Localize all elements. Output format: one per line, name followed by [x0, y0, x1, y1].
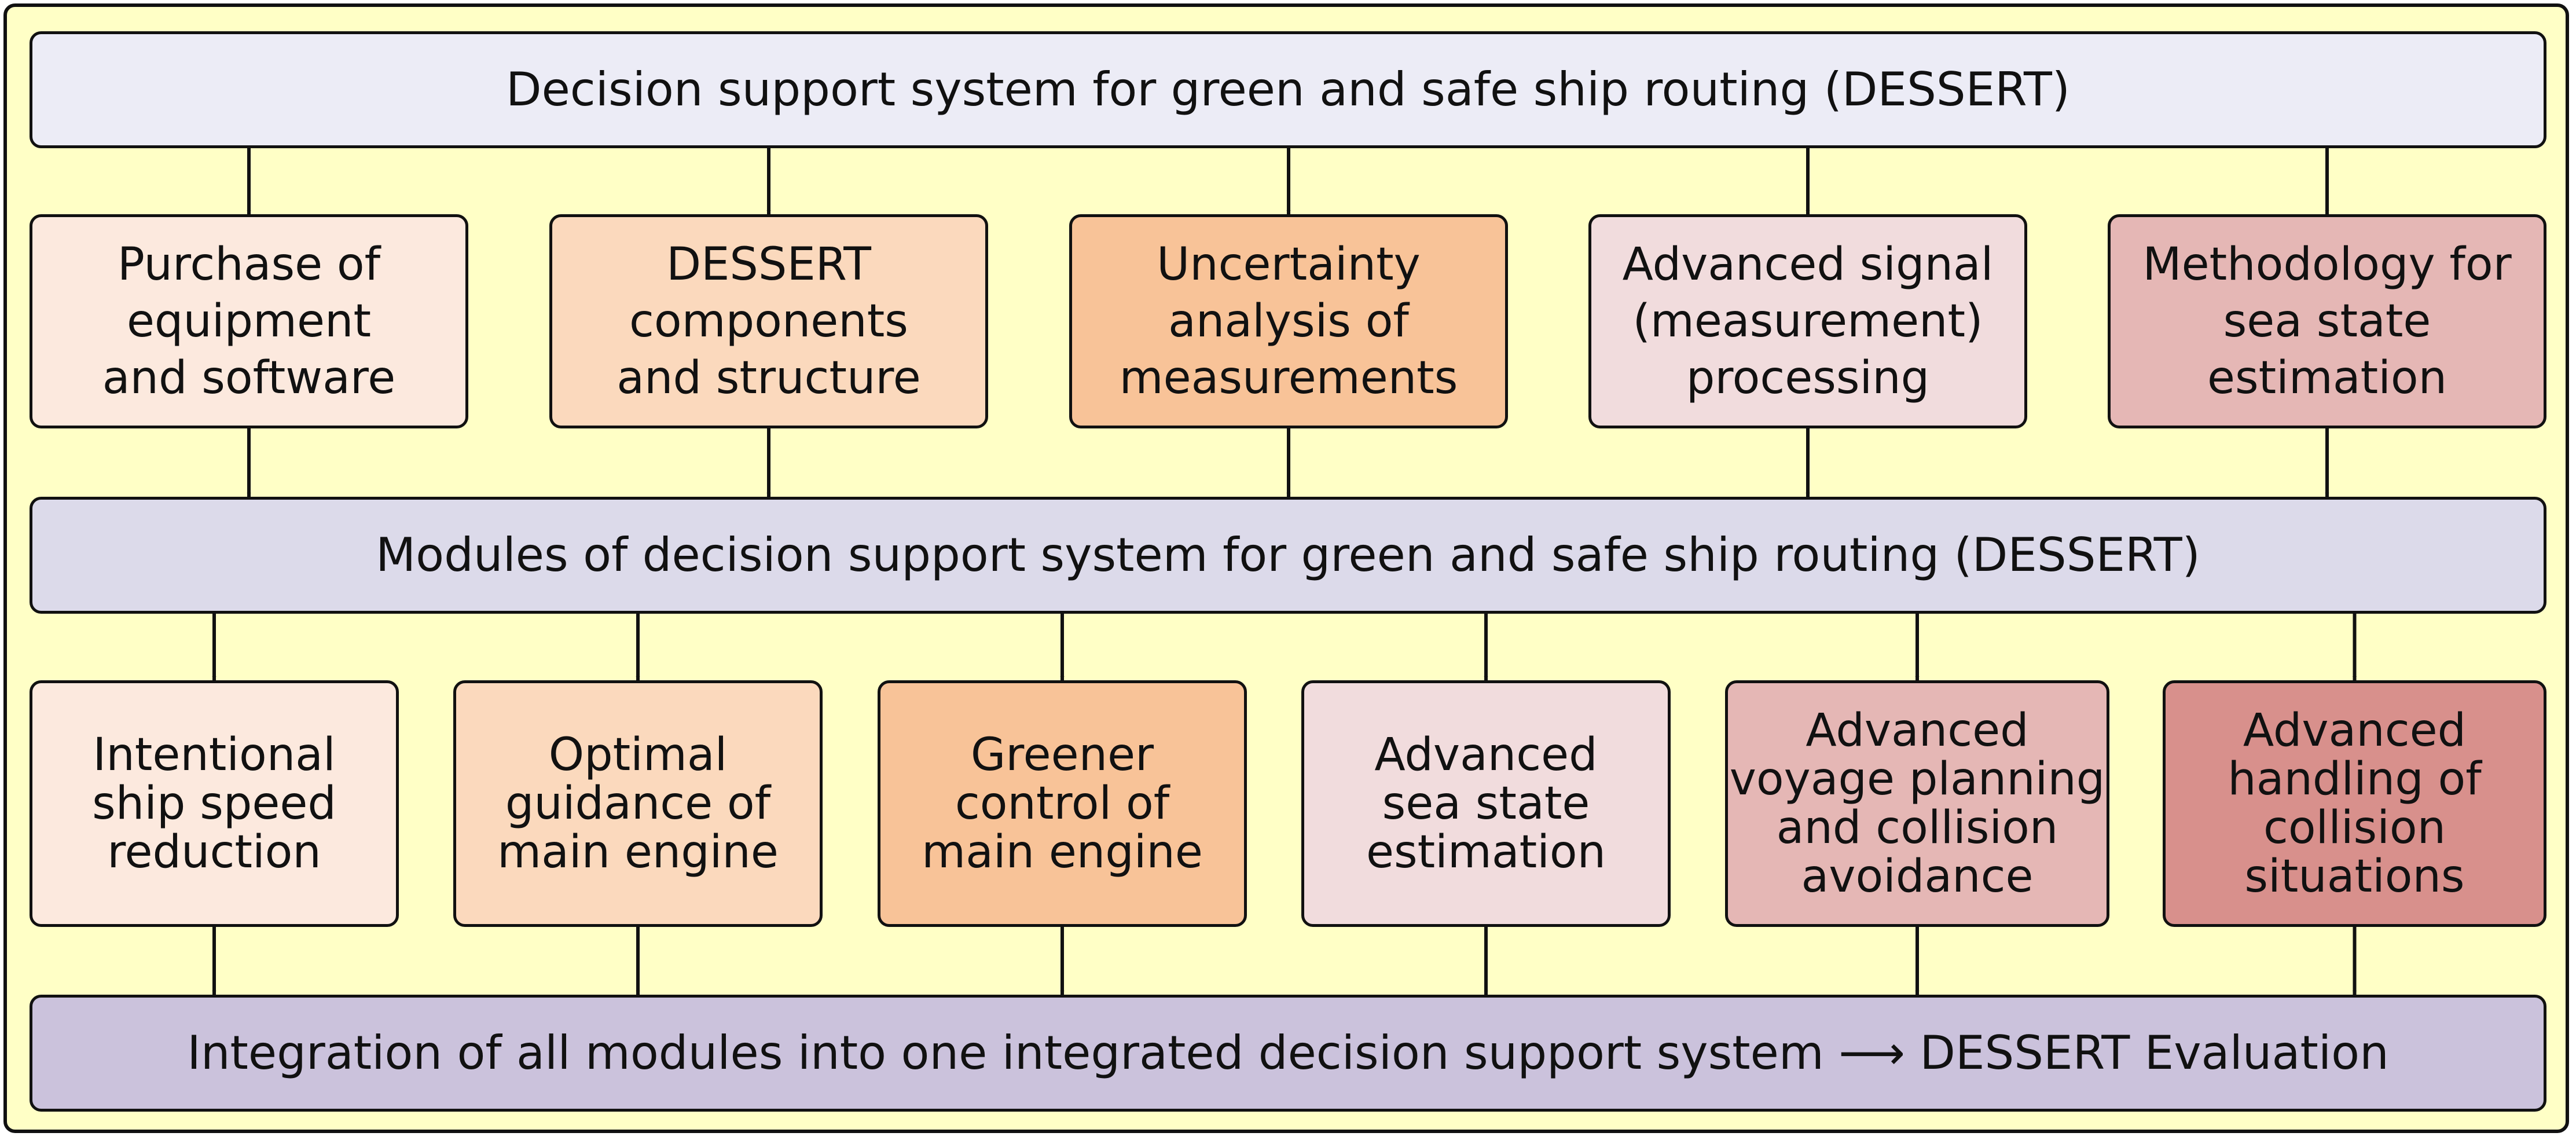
modules-banner: Modules of decision support system for g…: [30, 497, 2546, 614]
module-box: Advanced voyage planning and collision a…: [1725, 680, 2109, 927]
integration-banner: Integration of all modules into one inte…: [30, 995, 2546, 1112]
module-box: Greener control of main engine: [878, 680, 1247, 927]
module-box: Advanced handling of collision situation…: [2163, 680, 2546, 927]
task-box: Uncertainty analysis of measurements: [1069, 214, 1508, 428]
module-box: Intentional ship speed reduction: [30, 680, 399, 927]
task-box: DESSERT components and structure: [549, 214, 988, 428]
top-banner: Decision support system for green and sa…: [30, 31, 2546, 148]
module-box: Optimal guidance of main engine: [453, 680, 823, 927]
module-box: Advanced sea state estimation: [1301, 680, 1671, 927]
task-box: Purchase of equipment and software: [30, 214, 468, 428]
task-box: Advanced signal (measurement) processing: [1588, 214, 2027, 428]
task-box: Methodology for sea state estimation: [2108, 214, 2546, 428]
